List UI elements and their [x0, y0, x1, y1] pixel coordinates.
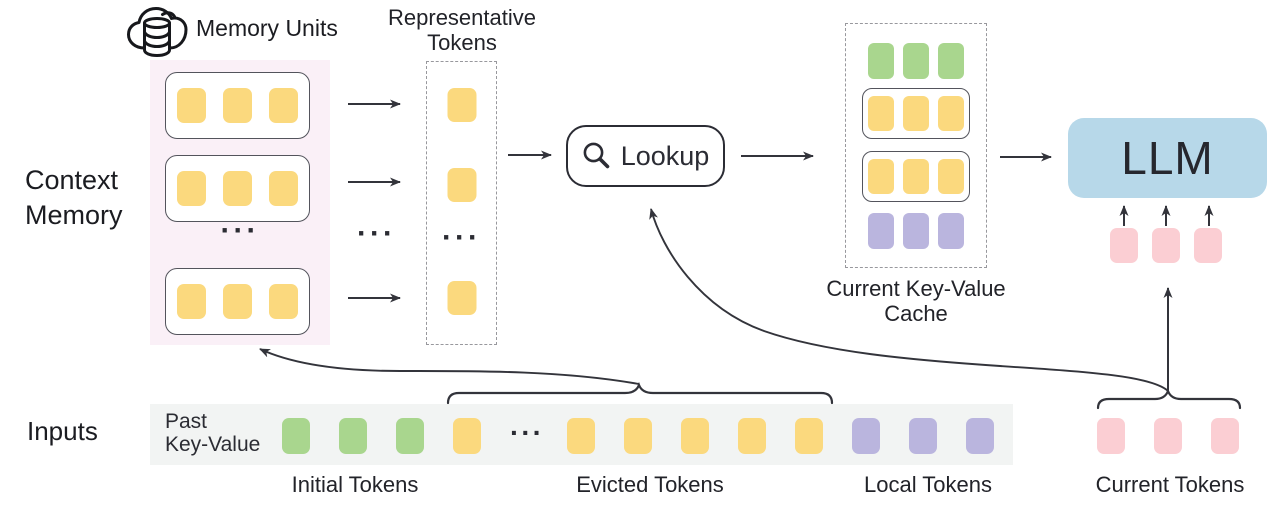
initial-token [396, 418, 424, 454]
llm-input-tokens [1110, 228, 1222, 263]
current-token [1097, 418, 1125, 454]
initial-tokens-group [282, 418, 424, 454]
evicted-token [624, 418, 652, 454]
current-tokens-label: Current Tokens [1095, 472, 1245, 497]
memory-units-title: Memory Units [196, 15, 338, 41]
local-tokens-group [852, 418, 994, 454]
memory-token [223, 284, 252, 319]
current-token [1211, 418, 1239, 454]
current-tokens-group [1097, 418, 1239, 454]
initial-token [339, 418, 367, 454]
past-kv-bar: Past Key-Value ··· [150, 404, 1013, 465]
initial-token [282, 418, 310, 454]
cache-retrieved-token [868, 159, 894, 194]
evicted-token [738, 418, 766, 454]
llm-box: LLM [1068, 118, 1267, 198]
evicted-tokens-label: Evicted Tokens [576, 472, 724, 497]
current-tokens-brace [1096, 387, 1242, 410]
current-kv-cache-label: Current Key-Value Cache [826, 276, 1005, 326]
memory-unit [165, 72, 310, 139]
inputs-label: Inputs [27, 416, 98, 446]
cache-initial-row [868, 43, 964, 79]
cache-local-row [868, 213, 964, 249]
cache-retrieved-token [938, 96, 964, 131]
llm-input-token [1194, 228, 1222, 263]
representative-token-slot [447, 168, 476, 202]
cache-local-token [938, 213, 964, 249]
memory-token [177, 171, 206, 206]
llm-input-token [1110, 228, 1138, 263]
cache-retrieved-token [903, 96, 929, 131]
local-token [852, 418, 880, 454]
cache-memory-unit-row [862, 88, 970, 139]
cache-retrieved-token [903, 159, 929, 194]
initial-tokens-label: Initial Tokens [291, 472, 419, 497]
curve-evicted-to-memory [259, 348, 640, 385]
representative-ellipsis: ··· [442, 221, 481, 254]
llm-input-token [1152, 228, 1180, 263]
cache-label-line2: Cache [884, 301, 948, 326]
cache-local-token [903, 213, 929, 249]
memory-units-ellipsis: ··· [220, 214, 260, 247]
past-kv-line2: Key-Value [165, 433, 261, 456]
memory-token [223, 171, 252, 206]
cache-initial-token [938, 43, 964, 79]
evicted-tokens-group: ··· [453, 418, 823, 454]
magnifier-icon [583, 142, 610, 169]
memory-token [269, 284, 298, 319]
context-memory-panel: ··· [150, 60, 330, 345]
evicted-tokens-brace [446, 381, 834, 405]
past-kv-label: Past Key-Value [165, 410, 260, 456]
current-kv-cache-box [845, 23, 987, 268]
current-token [1154, 418, 1182, 454]
representative-tokens-label: Representative Tokens [388, 5, 536, 55]
memory-unit [165, 155, 310, 222]
evicted-tokens-tail [567, 418, 823, 454]
evicted-tokens-head [453, 418, 481, 454]
representative-label-line2: Tokens [427, 30, 497, 55]
context-memory-label: Context Memory [25, 163, 123, 233]
evicted-token [567, 418, 595, 454]
cache-local-token [868, 213, 894, 249]
representative-token-slot [447, 281, 476, 315]
cache-initial-token [868, 43, 894, 79]
memory-token [177, 88, 206, 123]
context-memory-line1: Context [25, 165, 119, 195]
cloud-database-icon [127, 7, 188, 57]
representative-token [447, 281, 476, 315]
llm-label: LLM [1121, 132, 1214, 184]
cache-initial-token [903, 43, 929, 79]
past-kv-line1: Past [165, 410, 208, 433]
evicted-ellipsis: ··· [510, 417, 544, 448]
memory-token [223, 88, 252, 123]
local-token [966, 418, 994, 454]
representative-token-slot [447, 88, 476, 122]
evicted-token [453, 418, 481, 454]
cache-memory-unit-row [862, 151, 970, 202]
evicted-token [795, 418, 823, 454]
memory-token [269, 88, 298, 123]
lookup-button[interactable]: Lookup [566, 125, 725, 187]
context-memory-line2: Memory [25, 200, 123, 230]
cache-retrieved-token [938, 159, 964, 194]
representative-token [447, 88, 476, 122]
local-token [909, 418, 937, 454]
cache-retrieved-token [868, 96, 894, 131]
memory-unit [165, 268, 310, 335]
representative-tokens-box: ··· [426, 61, 497, 345]
representative-token [447, 168, 476, 202]
memory-token [177, 284, 206, 319]
evicted-token [681, 418, 709, 454]
memory-token [269, 171, 298, 206]
local-tokens-label: Local Tokens [863, 472, 993, 497]
flow-ellipsis: ··· [357, 217, 396, 250]
lookup-label: Lookup [620, 140, 710, 171]
cache-label-line1: Current Key-Value [826, 276, 1006, 301]
representative-label-line1: Representative [388, 5, 536, 30]
